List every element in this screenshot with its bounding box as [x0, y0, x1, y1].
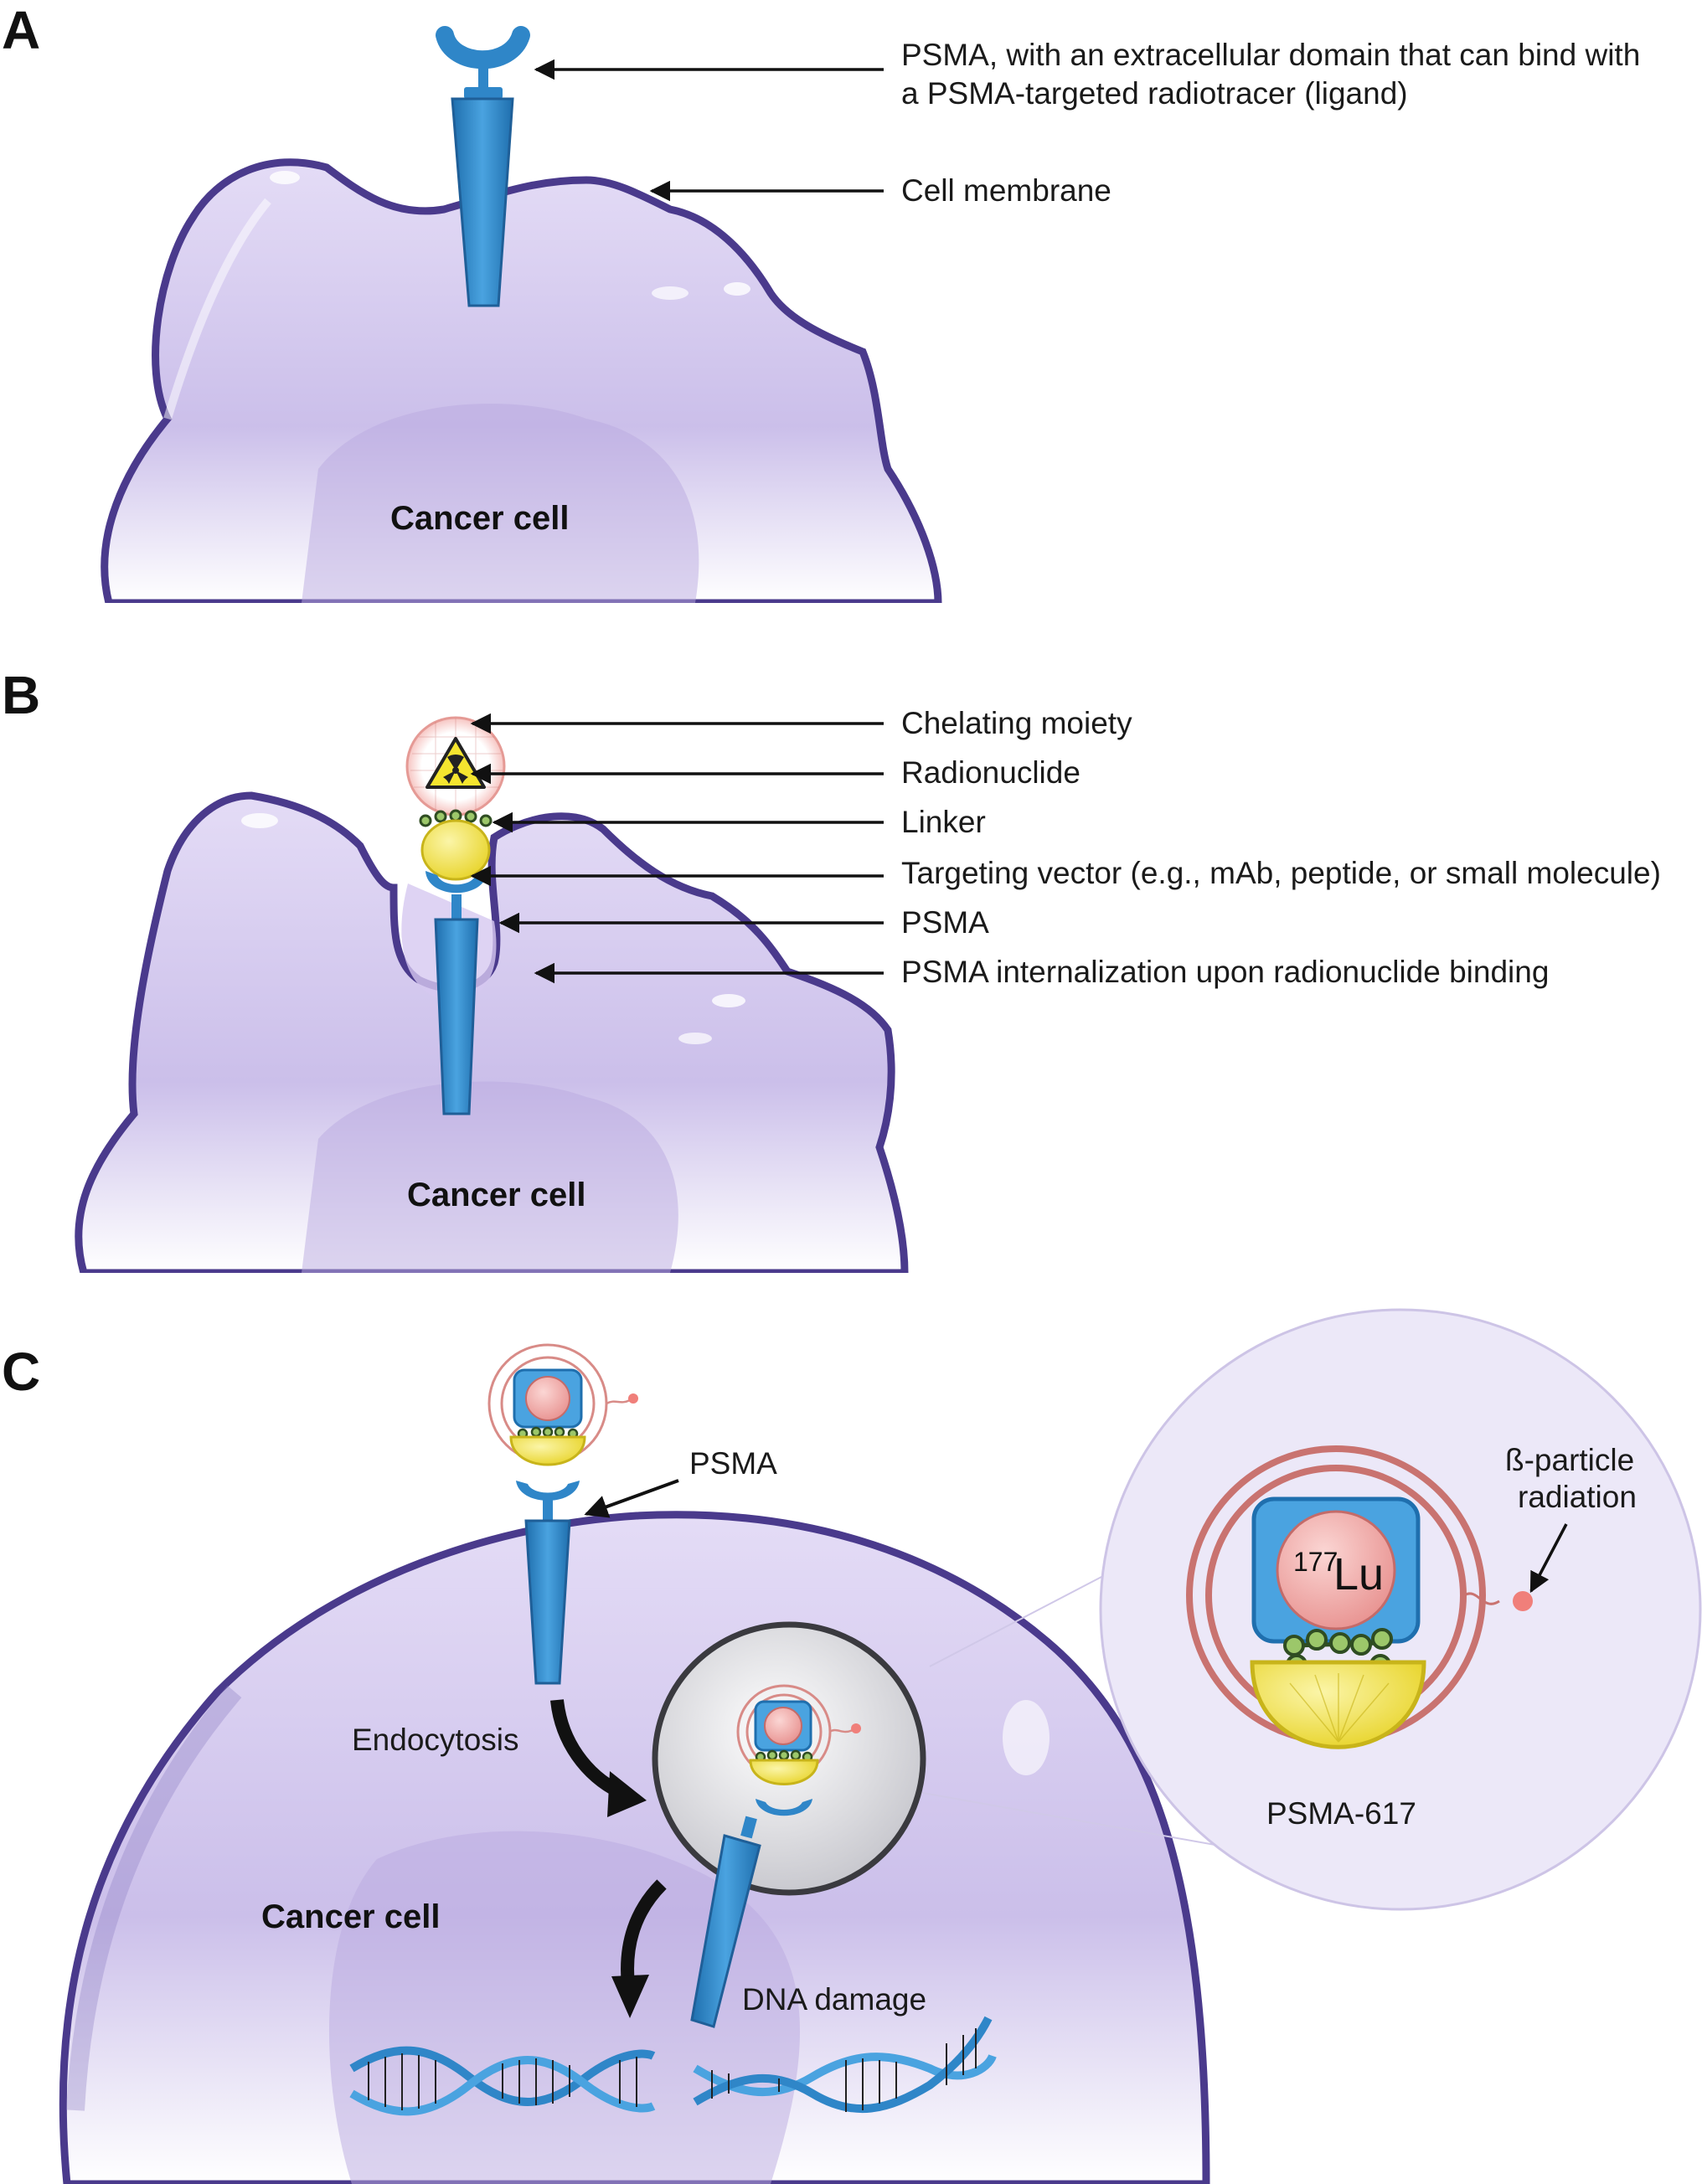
- label-linker: Linker: [901, 805, 986, 839]
- arrow-beta: [1529, 1523, 1568, 1594]
- lu177-nucleus: [1276, 1510, 1396, 1630]
- label-internalization: PSMA internalization upon radionuclide b…: [901, 955, 1549, 989]
- zoom-line-top: [929, 1565, 1123, 1667]
- targeting-vector-b: [420, 819, 491, 881]
- label-beta-line1: ß-particle: [1505, 1443, 1634, 1477]
- cancer-cell-label-b: Cancer cell: [407, 1177, 585, 1213]
- label-psma-b: PSMA: [901, 905, 989, 940]
- endocytosis-arrow: [550, 1699, 623, 1799]
- label-dna-damage: DNA damage: [742, 1982, 926, 2017]
- isotope-mass: 177: [1293, 1547, 1338, 1577]
- label-beta-line2: radiation: [1518, 1480, 1637, 1514]
- cancer-cell-label-c: Cancer cell: [261, 1898, 440, 1935]
- cell-body-a: [101, 158, 942, 603]
- label-psma-c: PSMA: [689, 1446, 777, 1481]
- label-cell-membrane: Cell membrane: [901, 173, 1111, 208]
- isotope-symbol: Lu: [1333, 1549, 1384, 1599]
- psma-receptor-a: [436, 26, 530, 307]
- psma-complex-c: [487, 1343, 638, 1685]
- arrow-psma-c: [584, 1479, 679, 1518]
- panel-letter-b: B: [2, 665, 40, 725]
- label-radionuclide: Radionuclide: [901, 755, 1081, 790]
- linker-c-zoom: [1283, 1628, 1393, 1676]
- dna-damage-arrow: [621, 1879, 667, 1986]
- zoom-inset: 177 Lu: [1099, 1308, 1702, 1911]
- dna-helix-left: [349, 2046, 656, 2116]
- linker-b: [419, 809, 493, 827]
- psma-complex-b: [405, 716, 506, 1115]
- label-psma-domain-line2: a PSMA-targeted radiotracer (ligand): [901, 76, 1408, 111]
- cancer-cell-label-a: Cancer cell: [390, 500, 569, 537]
- endosome-vesicle: [652, 1621, 926, 2028]
- label-targeting-vector: Targeting vector (e.g., mAb, peptide, or…: [901, 856, 1661, 890]
- cancer-cell-a: [101, 158, 942, 603]
- panel-letter-c: C: [2, 1342, 40, 1402]
- label-psma617: PSMA-617: [1266, 1796, 1416, 1831]
- cancer-cell-b: [75, 791, 909, 1273]
- dna-helix-right: [693, 2016, 997, 2114]
- cancer-cell-c: [59, 1511, 1210, 2184]
- zoom-line-bottom: [870, 1783, 1249, 1852]
- label-chelating-moiety: Chelating moiety: [901, 706, 1132, 740]
- label-psma-domain-line1: PSMA, with an extracellular domain that …: [901, 38, 1640, 72]
- beta-particle: [1513, 1591, 1533, 1611]
- label-endocytosis: Endocytosis: [352, 1723, 519, 1757]
- panel-letter-a: A: [2, 0, 40, 60]
